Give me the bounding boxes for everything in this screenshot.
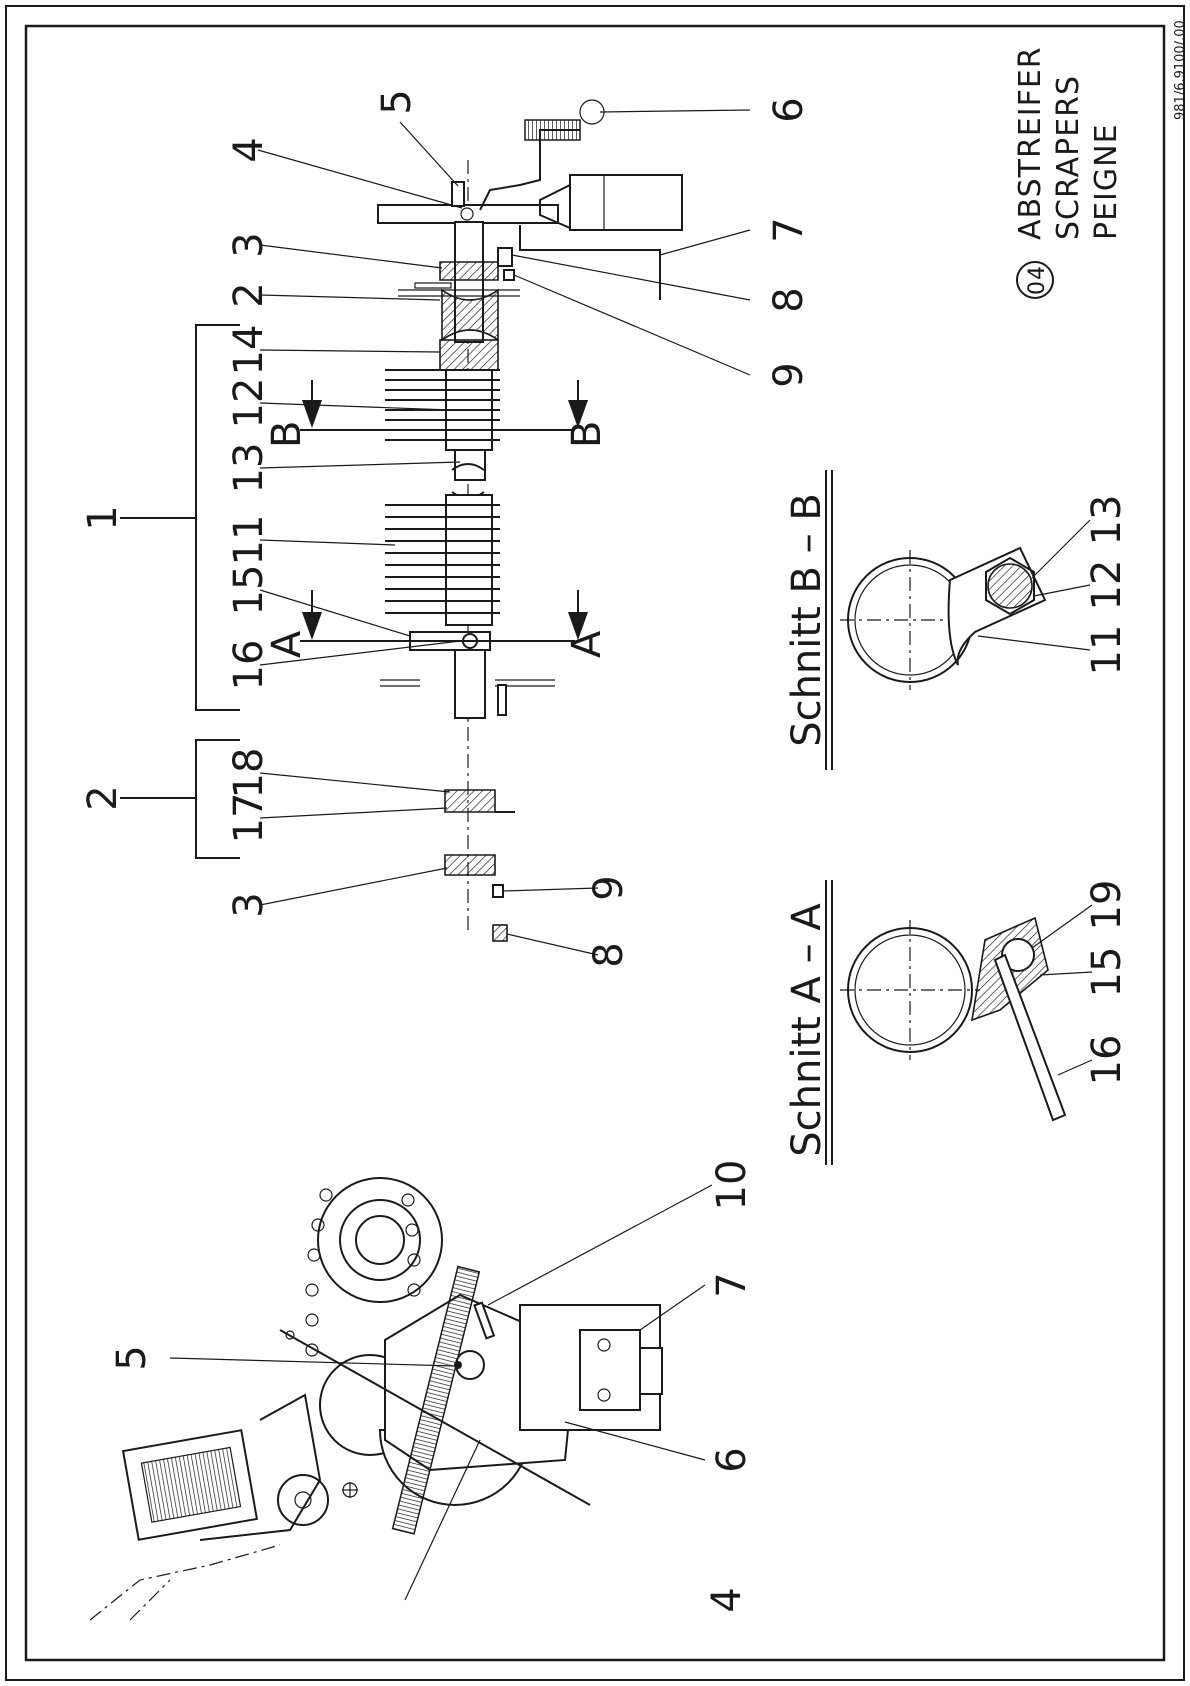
side-label-4: 4 (704, 1587, 750, 1612)
section-a-a-view: 19 15 16 Schnitt A – A (784, 880, 1130, 1165)
section-a-title: Schnitt A – A (784, 903, 830, 1157)
side-label-5: 5 (109, 1345, 155, 1370)
label-19-section-a: 19 (1084, 880, 1130, 931)
tines-part-11 (385, 494, 500, 626)
label-3: 3 (226, 232, 272, 257)
label-14: 14 (226, 325, 272, 376)
ring-part-3-exploded (444, 854, 496, 876)
side-view: 5 10 7 6 4 (89, 1160, 755, 1621)
label-9-top: 9 (766, 362, 812, 387)
bolt-part-5 (451, 181, 465, 207)
doc-number: 981/6.9100/.00 (1173, 20, 1188, 120)
label-13: 13 (226, 443, 272, 494)
label-9-exploded: 9 (586, 875, 632, 900)
label-7-top: 7 (766, 217, 812, 242)
label-13-section-b: 13 (1084, 495, 1130, 546)
label-2-assembly: 2 (80, 785, 126, 810)
section-b-marker-right: B (564, 421, 610, 448)
label-1: 1 (80, 505, 126, 530)
title-block: 04 ABSTREIFER SCRAPERS PEIGNE 981/6.9100… (1013, 20, 1188, 299)
section-b-shaft-part-13 (987, 563, 1033, 609)
section-a-marker-left: A (264, 630, 310, 658)
label-17: 17 (226, 793, 272, 844)
bracket-part-7 (569, 174, 683, 231)
section-b-marker-left: B (264, 421, 310, 448)
cotter-part-9-exploded (492, 884, 504, 898)
side-pin-part-10 (473, 1301, 496, 1340)
section-b-b-view: 13 12 11 Schnitt B – B (784, 470, 1130, 770)
label-5: 5 (374, 89, 420, 114)
label-16-section-a: 16 (1084, 1035, 1130, 1086)
page-badge (1016, 261, 1054, 299)
section-a-bolt-part-19 (1001, 938, 1035, 972)
collar-part-14 (439, 339, 499, 371)
bearing-part-2 (439, 261, 499, 281)
label-15: 15 (226, 565, 272, 616)
label-8-exploded: 8 (586, 942, 632, 967)
label-12-section-b: 12 (1084, 560, 1130, 611)
section-a-marker-right: A (564, 630, 610, 658)
outer-border (5, 5, 1185, 1681)
label-11-section-b: 11 (1084, 625, 1130, 676)
title-scrapers: SCRAPERS (1051, 75, 1086, 240)
page-badge-number: 04 (1025, 265, 1050, 295)
exploded-shaft-view: B B A A (80, 89, 812, 967)
title-peigne: PEIGNE (1089, 123, 1124, 240)
label-15-section-a: 15 (1084, 947, 1130, 998)
tines-part-12 (385, 369, 500, 451)
side-label-7: 7 (709, 1272, 755, 1297)
side-spring-part-6 (391, 1265, 481, 1535)
label-2: 2 (226, 282, 272, 307)
side-label-10: 10 (709, 1160, 755, 1211)
side-label-6: 6 (709, 1447, 755, 1472)
label-11: 11 (226, 515, 272, 566)
section-b-tube-part-12 (985, 556, 1035, 616)
ring-part-17-18 (444, 789, 496, 813)
label-4: 4 (226, 137, 272, 162)
label-6-top: 6 (766, 97, 812, 122)
inner-border (24, 24, 1166, 1662)
label-8-top: 8 (766, 287, 812, 312)
label-3-exploded: 3 (226, 892, 272, 917)
nut-part-8-exploded (492, 924, 508, 942)
section-b-title: Schnitt B – B (784, 493, 830, 747)
label-18: 18 (226, 748, 272, 799)
label-12: 12 (226, 378, 272, 429)
section-a-pin-part-16 (993, 953, 1067, 1122)
title-abstreifer: ABSTREIFER (1013, 46, 1048, 240)
label-16: 16 (226, 640, 272, 691)
